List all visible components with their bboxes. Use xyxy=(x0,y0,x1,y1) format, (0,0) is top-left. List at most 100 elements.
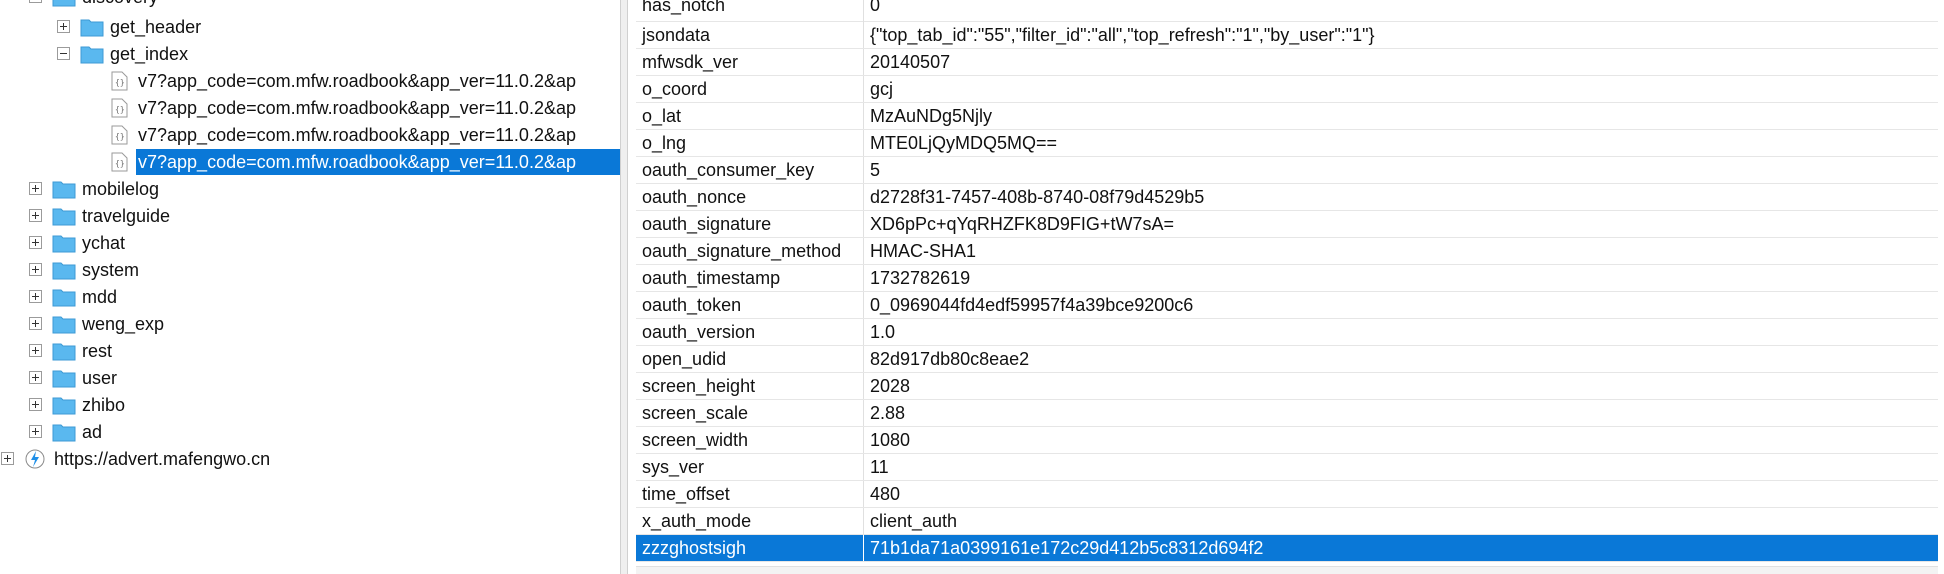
expand-icon[interactable] xyxy=(57,20,70,33)
request-url-label: v7?app_code=com.mfw.roadbook&app_ver=11.… xyxy=(136,149,620,175)
expand-icon[interactable] xyxy=(29,290,42,303)
param-value-cell: 0_0969044fd4edf59957f4a39bce9200c6 xyxy=(870,295,1194,315)
request-file-icon: {} xyxy=(111,98,128,118)
expand-icon[interactable] xyxy=(29,371,42,384)
param-name-cell: oauth_consumer_key xyxy=(636,157,864,183)
expand-icon[interactable] xyxy=(29,317,42,330)
tree-request-item[interactable]: {} v7?app_code=com.mfw.roadbook&app_ver=… xyxy=(0,122,620,148)
tree-label-get-index: get_index xyxy=(110,44,189,64)
grid-row[interactable]: open_udid 82d917db80c8eae2 xyxy=(636,346,1938,373)
folder-icon xyxy=(52,208,76,226)
expand-icon[interactable] xyxy=(1,452,14,465)
param-name-cell: oauth_signature xyxy=(636,211,864,237)
tree-node-discovery[interactable]: discovery xyxy=(0,0,620,10)
grid-row[interactable]: oauth_nonce d2728f31-7457-408b-8740-08f7… xyxy=(636,184,1938,211)
tree-node-get-index[interactable]: get_index xyxy=(0,41,620,67)
grid-row[interactable]: time_offset 480 xyxy=(636,481,1938,508)
expand-icon[interactable] xyxy=(29,398,42,411)
grid-row[interactable]: oauth_version 1.0 xyxy=(636,319,1938,346)
param-value-cell: 82d917db80c8eae2 xyxy=(870,349,1030,369)
param-value-cell: 5 xyxy=(870,160,881,180)
folder-label: travelguide xyxy=(82,206,171,226)
param-name-cell: time_offset xyxy=(636,481,864,507)
tree-node-folder[interactable]: system xyxy=(0,257,620,283)
grid-row[interactable]: has_notch 0 xyxy=(636,0,1938,22)
param-name-cell: has_notch xyxy=(636,0,864,22)
tree-node-folder[interactable]: rest xyxy=(0,338,620,364)
param-name-cell: oauth_signature_method xyxy=(636,238,864,264)
grid-row[interactable]: oauth_signature XD6pPc+qYqRHZFK8D9FIG+tW… xyxy=(636,211,1938,238)
grid-row[interactable]: mfwsdk_ver 20140507 xyxy=(636,49,1938,76)
folder-icon xyxy=(52,289,76,307)
grid-row[interactable]: oauth_token 0_0969044fd4edf59957f4a39bce… xyxy=(636,292,1938,319)
param-name-cell: screen_width xyxy=(636,427,864,453)
folder-icon xyxy=(52,316,76,334)
grid-row[interactable]: x_auth_mode client_auth xyxy=(636,508,1938,535)
svg-text:{}: {} xyxy=(115,159,125,168)
svg-text:{}: {} xyxy=(115,105,125,114)
param-name-cell: open_udid xyxy=(636,346,864,372)
tree-node-folder[interactable]: user xyxy=(0,365,620,391)
folder-label: zhibo xyxy=(82,395,126,415)
tree-node-folder[interactable]: mobilelog xyxy=(0,176,620,202)
param-value-cell: 71b1da71a0399161e172c29d412b5c8312d694f2 xyxy=(870,538,1264,558)
grid-row[interactable]: oauth_signature_method HMAC-SHA1 xyxy=(636,238,1938,265)
expand-icon[interactable] xyxy=(29,236,42,249)
request-url-label: v7?app_code=com.mfw.roadbook&app_ver=11.… xyxy=(138,71,576,91)
tree-node-get-header[interactable]: get_header xyxy=(0,14,620,40)
collapse-icon[interactable] xyxy=(29,0,42,3)
tree-request-item[interactable]: {} v7?app_code=com.mfw.roadbook&app_ver=… xyxy=(0,68,620,94)
grid-row[interactable]: o_lng MTE0LjQyMDQ5MQ== xyxy=(636,130,1938,157)
expand-icon[interactable] xyxy=(29,263,42,276)
horizontal-scrollbar[interactable] xyxy=(636,566,1938,574)
tree-node-folder[interactable]: weng_exp xyxy=(0,311,620,337)
grid-row[interactable]: screen_height 2028 xyxy=(636,373,1938,400)
tree-node-host[interactable]: https://advert.mafengwo.cn xyxy=(0,446,620,472)
folder-label: ad xyxy=(82,422,103,442)
tree-node-folder[interactable]: mdd xyxy=(0,284,620,310)
param-name-cell: oauth_version xyxy=(636,319,864,345)
grid-row[interactable]: oauth_consumer_key 5 xyxy=(636,157,1938,184)
param-value-cell: gcj xyxy=(870,79,894,99)
folder-label: weng_exp xyxy=(82,314,165,334)
param-value-cell: d2728f31-7457-408b-8740-08f79d4529b5 xyxy=(870,187,1205,207)
pane-splitter[interactable] xyxy=(620,0,628,574)
param-value-cell: {"top_tab_id":"55","filter_id":"all","to… xyxy=(870,25,1375,45)
grid-row-selected[interactable]: zzzghostsigh 71b1da71a0399161e172c29d412… xyxy=(636,535,1938,562)
param-value-cell: MzAuNDg5Njly xyxy=(870,106,993,126)
tree-node-folder[interactable]: travelguide xyxy=(0,203,620,229)
tree-request-item[interactable]: {} v7?app_code=com.mfw.roadbook&app_ver=… xyxy=(0,95,620,121)
grid-row[interactable]: o_coord gcj xyxy=(636,76,1938,103)
folder-icon xyxy=(52,235,76,253)
grid-row[interactable]: o_lat MzAuNDg5Njly xyxy=(636,103,1938,130)
svg-text:{}: {} xyxy=(115,78,125,87)
request-url-label: v7?app_code=com.mfw.roadbook&app_ver=11.… xyxy=(138,98,576,118)
svg-text:{}: {} xyxy=(115,132,125,141)
grid-row[interactable]: sys_ver 11 xyxy=(636,454,1938,481)
param-name-cell: o_lat xyxy=(636,103,864,129)
expand-icon[interactable] xyxy=(29,209,42,222)
param-value-cell: MTE0LjQyMDQ5MQ== xyxy=(870,133,1058,153)
lightning-globe-icon xyxy=(25,449,45,469)
tree-node-folder[interactable]: ychat xyxy=(0,230,620,256)
grid-row[interactable]: screen_scale 2.88 xyxy=(636,400,1938,427)
tree-request-item-selected[interactable]: {} v7?app_code=com.mfw.roadbook&app_ver=… xyxy=(0,149,620,175)
folder-icon xyxy=(52,397,76,415)
query-string-grid[interactable]: has_notch 0 jsondata {"top_tab_id":"55",… xyxy=(628,0,1944,574)
folder-label: rest xyxy=(82,341,113,361)
expand-icon[interactable] xyxy=(29,425,42,438)
param-name-cell: oauth_timestamp xyxy=(636,265,864,291)
session-tree[interactable]: discovery get_header get_index {} v7?app… xyxy=(0,0,620,574)
param-name-cell: sys_ver xyxy=(636,454,864,480)
folder-icon xyxy=(52,424,76,442)
tree-node-folder[interactable]: ad xyxy=(0,419,620,445)
tree-node-folder[interactable]: zhibo xyxy=(0,392,620,418)
grid-row[interactable]: jsondata {"top_tab_id":"55","filter_id":… xyxy=(636,22,1938,49)
collapse-icon[interactable] xyxy=(57,47,70,60)
expand-icon[interactable] xyxy=(29,344,42,357)
request-url-label: v7?app_code=com.mfw.roadbook&app_ver=11.… xyxy=(138,125,576,145)
grid-row[interactable]: screen_width 1080 xyxy=(636,427,1938,454)
folder-icon xyxy=(52,370,76,388)
expand-icon[interactable] xyxy=(29,182,42,195)
grid-row[interactable]: oauth_timestamp 1732782619 xyxy=(636,265,1938,292)
